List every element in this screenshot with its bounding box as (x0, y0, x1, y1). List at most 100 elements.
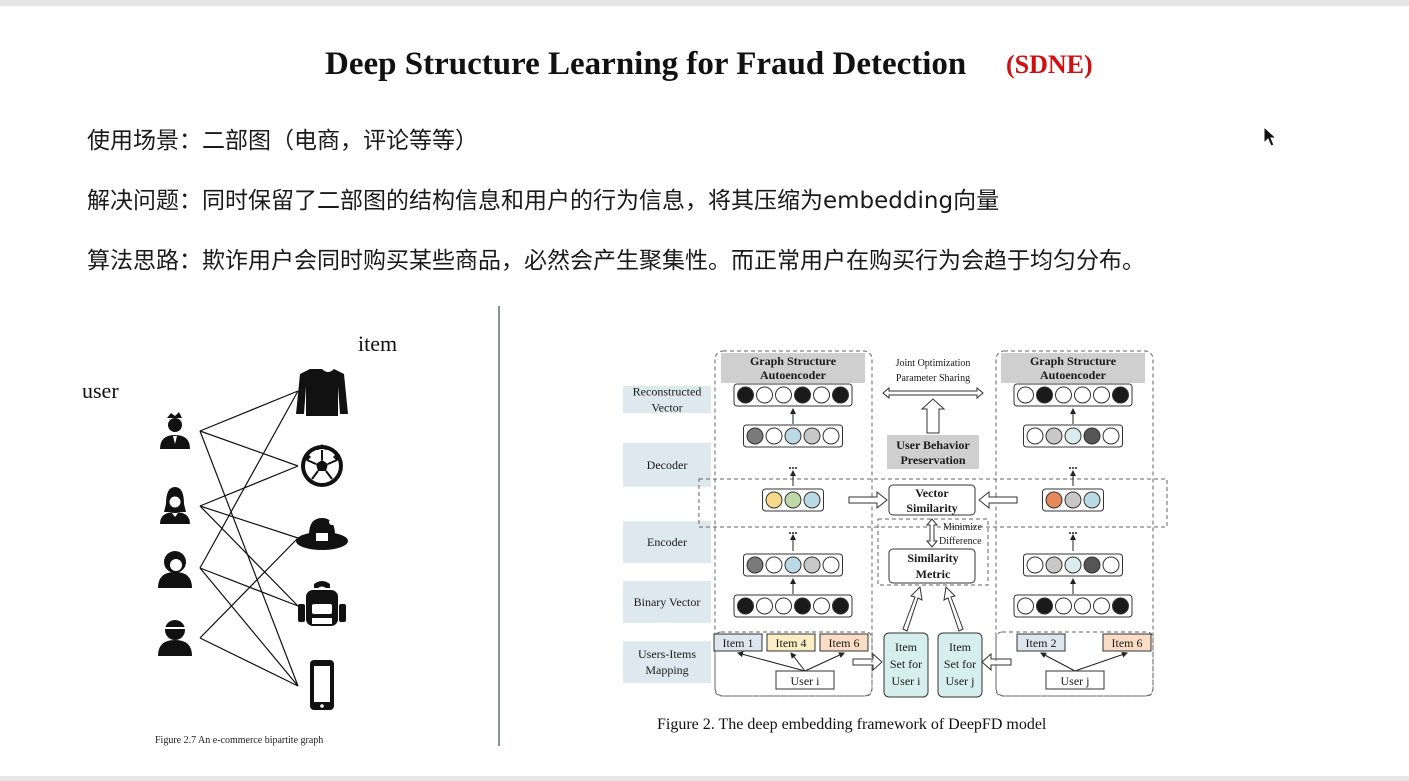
hollow-arrow (852, 652, 883, 672)
ellipsis-dot (795, 467, 797, 469)
user-behavior-text: User Behavior (896, 438, 970, 452)
left-mapping-box (714, 631, 873, 697)
hat-icon (296, 518, 348, 550)
item-set-user-i-box (883, 632, 929, 698)
left-autoencoder-box (714, 350, 873, 697)
user-label: user (82, 378, 119, 403)
hollow-arrow (848, 490, 888, 510)
vector-node (765, 491, 783, 509)
item-set-text: User j (946, 674, 975, 688)
item-tag (1102, 633, 1152, 652)
vector-node (794, 386, 811, 404)
mouse-cursor-icon (1263, 126, 1278, 147)
user-icon (158, 620, 192, 656)
item-tag (766, 633, 816, 652)
item-label: item (358, 331, 397, 356)
vector-node (1102, 427, 1120, 445)
vector-node (784, 556, 802, 574)
bipartite-edge (199, 430, 299, 467)
vector-node (1093, 386, 1110, 404)
vector-node (1055, 386, 1072, 404)
left-figure-caption: Figure 2.7 An e-commerce bipartite graph (155, 735, 323, 746)
item-set-text: Set for (944, 657, 976, 671)
user-icon (160, 412, 190, 449)
vector-node (1045, 491, 1063, 509)
ellipsis-dot (789, 467, 791, 469)
ellipsis-dot (789, 532, 791, 534)
vector-node (1045, 427, 1063, 445)
vector-node (1036, 386, 1053, 404)
right-autoencoder-box (995, 350, 1154, 697)
vector-node (794, 597, 811, 615)
row-label-text: Decoder (647, 458, 688, 472)
vector-node (1064, 556, 1082, 574)
vector-similarity-text: Vector (915, 486, 949, 500)
vector-node (775, 597, 792, 615)
row-label-text: Encoder (647, 535, 687, 549)
item-set-text: Item (895, 640, 918, 654)
autoencoder-title: Graph Structure (1030, 354, 1117, 368)
vector-node (1055, 597, 1072, 615)
item-tag-text: Item 6 (829, 636, 860, 650)
joint-text: Joint Optimization (896, 358, 971, 369)
item-tag-text: Item 4 (776, 636, 807, 650)
slide: Deep Structure Learning for Fraud Detect… (0, 6, 1409, 776)
autoencoder-title: Autoencoder (1040, 368, 1107, 382)
minimize-text: Minimize (943, 522, 982, 533)
bipartite-graph-figure: user item (82, 331, 397, 746)
mapping-arrow (804, 652, 845, 672)
figure-divider (498, 306, 500, 746)
vector-node (1112, 386, 1129, 404)
user-j-box (1045, 670, 1105, 690)
mapping-arrow (1040, 652, 1076, 672)
item-set-text: Set for (890, 657, 922, 671)
vector-node (1064, 427, 1082, 445)
mapping-arrow (737, 651, 806, 672)
vector-node (822, 556, 840, 574)
vector-node (813, 597, 830, 615)
row-label-box (623, 386, 711, 413)
bipartite-edge (199, 567, 299, 607)
left-autoencoder-title-box (721, 353, 865, 383)
vector-node (775, 386, 792, 404)
mapping-arrow (1074, 651, 1128, 672)
vector-node (832, 597, 849, 615)
ellipsis-dot (1069, 467, 1071, 469)
vector-node (803, 556, 821, 574)
vector-node (803, 491, 821, 509)
bipartite-edge (199, 390, 299, 432)
vector-node (765, 556, 783, 574)
joint-text: Parameter Sharing (896, 373, 970, 384)
parameter-sharing-arrow (882, 386, 984, 400)
vector-node (1017, 386, 1034, 404)
row-label-text: Users-Items (638, 647, 696, 661)
vector-node (1083, 427, 1101, 445)
vector-node (803, 427, 821, 445)
usage-scenario-line: 使用场景：二部图（电商，评论等等） (87, 128, 478, 154)
user-behavior-box (887, 435, 979, 469)
row-label-text: Binary Vector (634, 595, 701, 609)
row-label-text: Reconstructed (633, 385, 702, 399)
vector-node (756, 386, 773, 404)
bipartite-edge (199, 505, 299, 539)
row-label-box (623, 581, 711, 623)
right-figure-caption: Figure 2. The deep embedding framework o… (657, 716, 1047, 733)
autoencoder-title: Autoencoder (760, 368, 827, 382)
vector-node (1017, 597, 1034, 615)
row-label-box (623, 521, 711, 563)
ellipsis-dot (792, 467, 794, 469)
hollow-arrow (981, 652, 1012, 672)
vector-node (1074, 386, 1091, 404)
shirt-icon (296, 369, 348, 416)
vector-node (1064, 491, 1082, 509)
right-mapping-box (995, 631, 1154, 697)
vector-node (746, 427, 764, 445)
ellipsis-dot (1075, 532, 1077, 534)
ellipsis-dot (795, 532, 797, 534)
item-tag (819, 633, 869, 652)
vector-node (756, 597, 773, 615)
vector-node (1093, 597, 1110, 615)
similarity-metric-text: Metric (916, 567, 951, 581)
row-label-box (623, 641, 711, 683)
user-icon (158, 551, 192, 588)
